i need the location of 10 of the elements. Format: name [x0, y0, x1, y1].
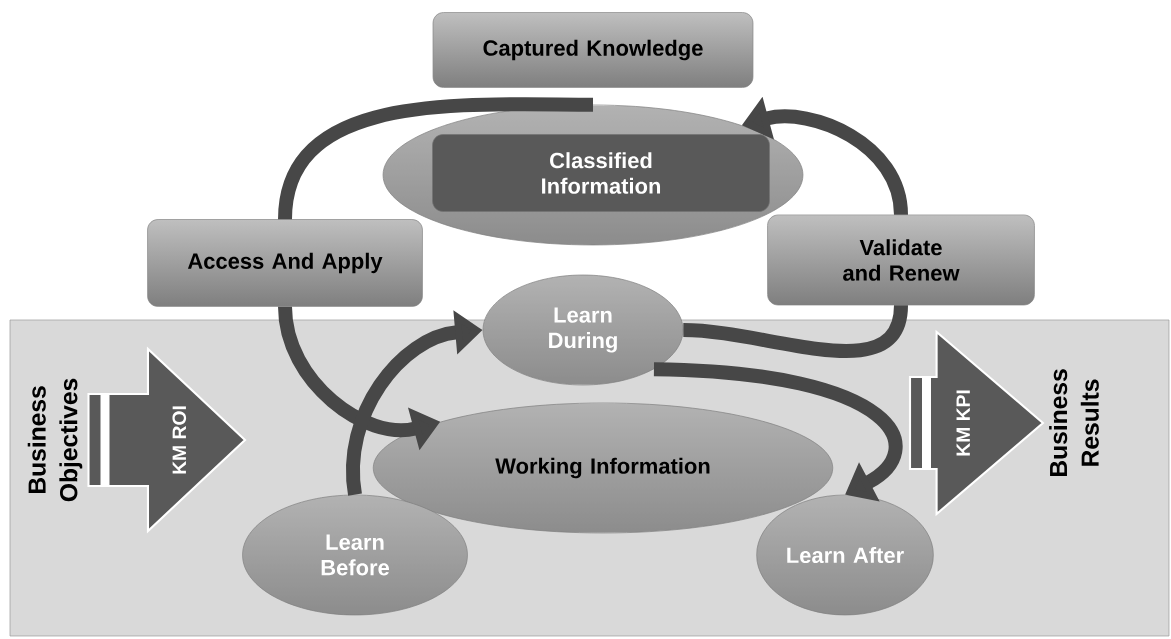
edge-label: KM ROI	[172, 406, 187, 474]
block-arrow	[87, 346, 247, 534]
rotated-label: Business Results	[1049, 369, 1099, 476]
process-box: Classified Information	[432, 134, 770, 212]
block-arrow	[908, 329, 1045, 517]
rotated-label: Business Objectives	[27, 378, 83, 502]
process-box: Validate and Renew	[767, 214, 1035, 306]
process-box: Access And Apply	[147, 219, 423, 307]
edge-label: KM KPI	[956, 390, 970, 456]
title-box: Captured Knowledge	[432, 12, 754, 88]
